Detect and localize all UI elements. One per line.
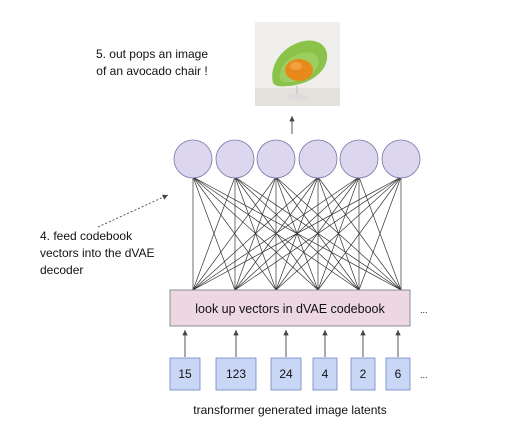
output-annotation-line2: of an avocado chair ! (96, 64, 207, 78)
decoder-node (339, 139, 379, 179)
latent-token-box (169, 357, 201, 391)
codebook-ellipsis: ... (420, 305, 428, 315)
decoder-node (256, 139, 296, 179)
feed-annotation-line2: vectors into the dVAE (40, 246, 155, 260)
latent-token-box (385, 357, 411, 391)
connection-line (192, 176, 360, 291)
latents-caption: transformer generated image latents (193, 403, 386, 417)
feed-arrow (97, 194, 169, 228)
output-annotation-line1: 5. out pops an image (96, 47, 208, 61)
latent-token-box (270, 357, 302, 391)
codebook-lookup-label: look up vectors in dVAE codebook (195, 302, 385, 316)
connection-line (234, 176, 402, 291)
latent-token: 2 (350, 357, 376, 391)
tokens-ellipsis: ... (420, 370, 428, 380)
latent-token-value: 123 (226, 367, 246, 381)
connection-line (317, 176, 402, 291)
decoder-connections (192, 176, 402, 291)
connection-line (192, 176, 402, 291)
latent-token-value: 15 (178, 367, 192, 381)
latent-token: 24 (270, 357, 302, 391)
connection-line (192, 176, 277, 291)
connection-line (192, 176, 319, 291)
connection-line (275, 176, 402, 291)
decoder-node (298, 139, 338, 179)
decoder-nodes (173, 139, 421, 179)
latent-token-value: 6 (395, 367, 402, 381)
latent-token-box (312, 357, 338, 391)
feed-annotation-line1: 4. feed codebook (40, 229, 133, 243)
connection-line (192, 176, 236, 291)
cushion-highlight (290, 62, 302, 70)
latent-token-box (215, 357, 257, 391)
chair-base (286, 94, 308, 100)
codebook-lookup-box (169, 289, 411, 327)
latent-token-value: 4 (322, 367, 329, 381)
latent-token: 123 (215, 357, 257, 391)
latent-token: 4 (312, 357, 338, 391)
latent-token-value: 2 (360, 367, 367, 381)
avocado-chair-image (255, 22, 340, 106)
latent-tokens: 15 123 24 4 2 6 (169, 357, 411, 391)
decoder-node (381, 139, 421, 179)
latent-token: 15 (169, 357, 201, 391)
token-arrows (182, 330, 401, 357)
decoder-node (215, 139, 255, 179)
connection-line (358, 176, 402, 291)
latent-token-value: 24 (279, 367, 293, 381)
decoder-node (173, 139, 213, 179)
latent-token: 6 (385, 357, 411, 391)
latent-token-box (350, 357, 376, 391)
feed-annotation-line3: decoder (40, 263, 83, 277)
chair-cushion (285, 59, 313, 81)
